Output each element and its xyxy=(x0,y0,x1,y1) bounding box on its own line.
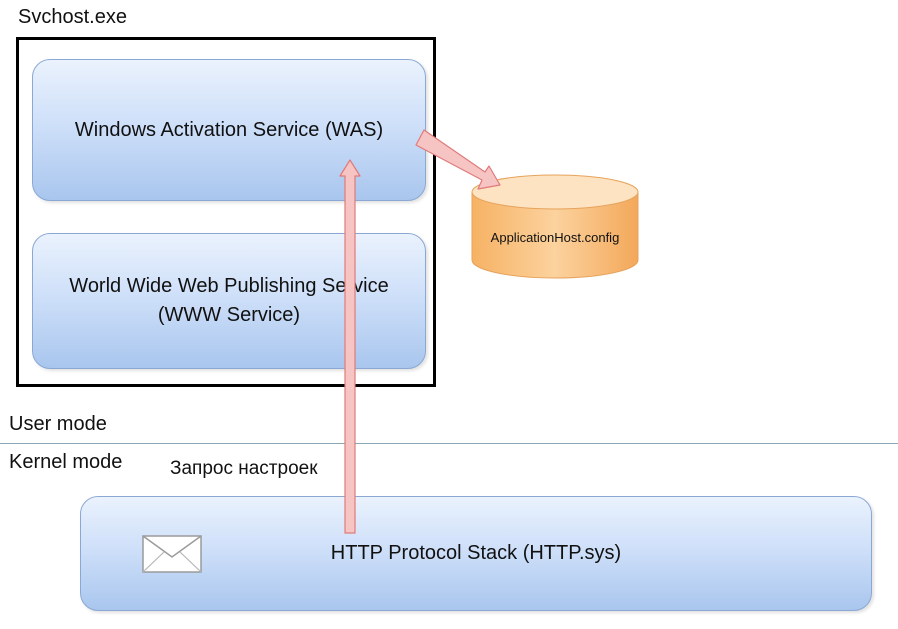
www-service-label-line1: World Wide Web Publishing Service xyxy=(69,275,389,297)
envelope-icon xyxy=(142,535,202,573)
svchost-label: Svchost.exe xyxy=(18,6,127,28)
http-stack-box: HTTP Protocol Stack (HTTP.sys) xyxy=(80,496,872,611)
kernel-mode-label: Kernel mode xyxy=(9,451,123,473)
was-service-box: Windows Activation Service (WAS) xyxy=(32,59,426,201)
svchost-container xyxy=(16,37,436,387)
www-service-text: World Wide Web Publishing Service (WWW S… xyxy=(69,272,388,330)
mode-divider-line xyxy=(0,443,898,444)
http-stack-label: HTTP Protocol Stack (HTTP.sys) xyxy=(330,542,622,564)
config-database-icon xyxy=(471,174,639,279)
www-service-box: World Wide Web Publishing Service (WWW S… xyxy=(32,233,426,369)
user-mode-label: User mode xyxy=(9,413,107,435)
config-file-label: ApplicationHost.config xyxy=(490,230,620,245)
was-service-label: Windows Activation Service (WAS) xyxy=(74,118,384,141)
config-request-label: Запрос настроек xyxy=(170,458,318,479)
www-service-label-line2: (WWW Service) xyxy=(157,304,301,326)
